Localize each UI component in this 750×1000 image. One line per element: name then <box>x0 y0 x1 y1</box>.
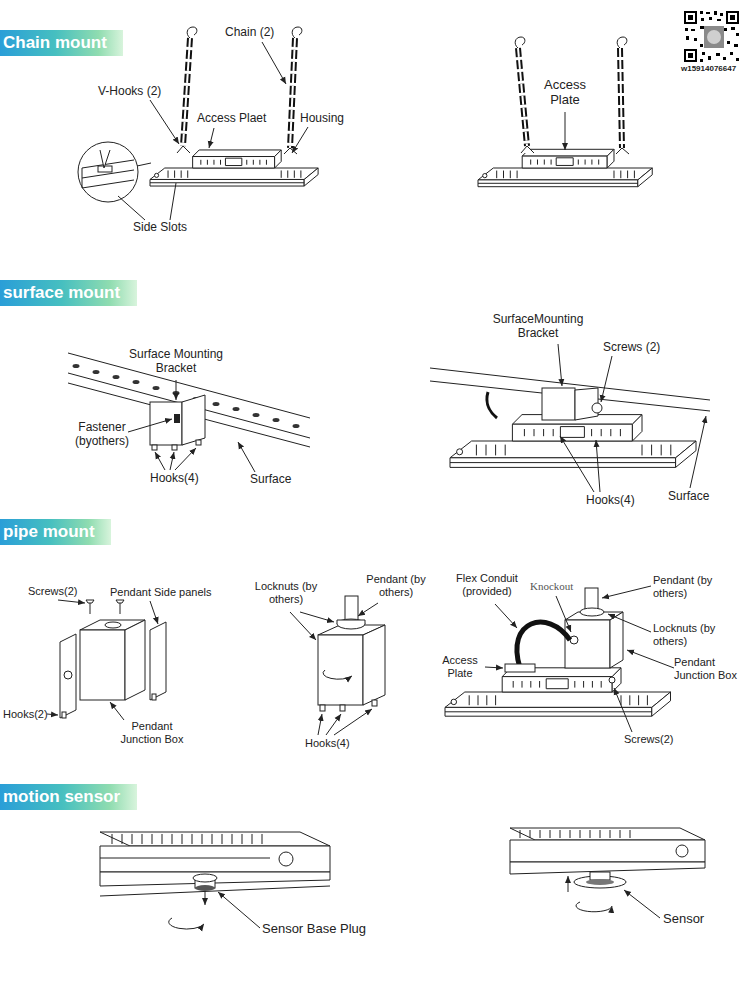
part-name: Fastener (byothers) <box>70 421 134 449</box>
watermark: w15914076647 <box>681 64 736 73</box>
part-name: Locknuts (by others) <box>653 622 725 647</box>
part-name: Access Plaet <box>197 112 266 126</box>
part-name: Chain (2) <box>225 26 274 40</box>
qr-code <box>683 10 740 63</box>
part-name: Sensor Base Plug <box>262 922 366 937</box>
part-name: SurfaceMounting Bracket <box>483 313 593 341</box>
part-name: V-Hooks (2) <box>98 85 161 99</box>
chain-mount-figure <box>478 37 652 187</box>
section-title: motion sensor <box>0 784 120 810</box>
part-name: Screws(2) <box>624 733 674 746</box>
part-name: Sensor <box>663 912 704 927</box>
part-name: Pendant Side panels <box>110 586 212 599</box>
section-title: pipe mount <box>0 519 95 545</box>
part-name: Locknuts (by others) <box>252 580 320 605</box>
pipe-mount-figure <box>60 600 166 718</box>
part-name: Flex Conduit (provided) <box>446 572 528 597</box>
part-name: Pendant Junction Box <box>112 720 192 745</box>
part-name: Pendant (by others) <box>362 573 430 598</box>
part-name: Hooks(4) <box>305 737 350 750</box>
part-name: Surface <box>250 473 291 487</box>
part-name: Housing <box>300 112 344 126</box>
section-band: motion sensor <box>0 784 137 810</box>
part-name: Screws (2) <box>603 341 660 355</box>
part-name: Pendant (by others) <box>653 574 725 599</box>
pipe-mount-figure <box>318 596 385 711</box>
part-name: Side Slots <box>133 221 187 235</box>
section-band: pipe mount <box>0 519 111 545</box>
part-name: Screws(2) <box>28 585 78 598</box>
motion-sensor-figure <box>100 832 330 929</box>
section-title: Chain mount <box>0 30 107 56</box>
section-band: surface mount <box>0 280 137 306</box>
motion-sensor-figure <box>510 828 705 912</box>
part-name: Access Plate <box>535 78 595 108</box>
part-name: Access Plate <box>436 654 484 679</box>
part-name: Surface <box>668 490 709 504</box>
part-name: Knockout <box>530 580 573 593</box>
part-name: Hooks(4) <box>586 494 635 508</box>
part-name: Hooks(4) <box>150 472 199 486</box>
part-name: Surface Mounting Bracket <box>111 348 241 376</box>
section-band: Chain mount <box>0 30 123 56</box>
part-name: Hooks(2) <box>3 708 48 721</box>
part-name: Pendant Junction Box <box>674 656 746 681</box>
pipe-mount-figure <box>445 588 671 716</box>
section-title: surface mount <box>0 280 120 306</box>
